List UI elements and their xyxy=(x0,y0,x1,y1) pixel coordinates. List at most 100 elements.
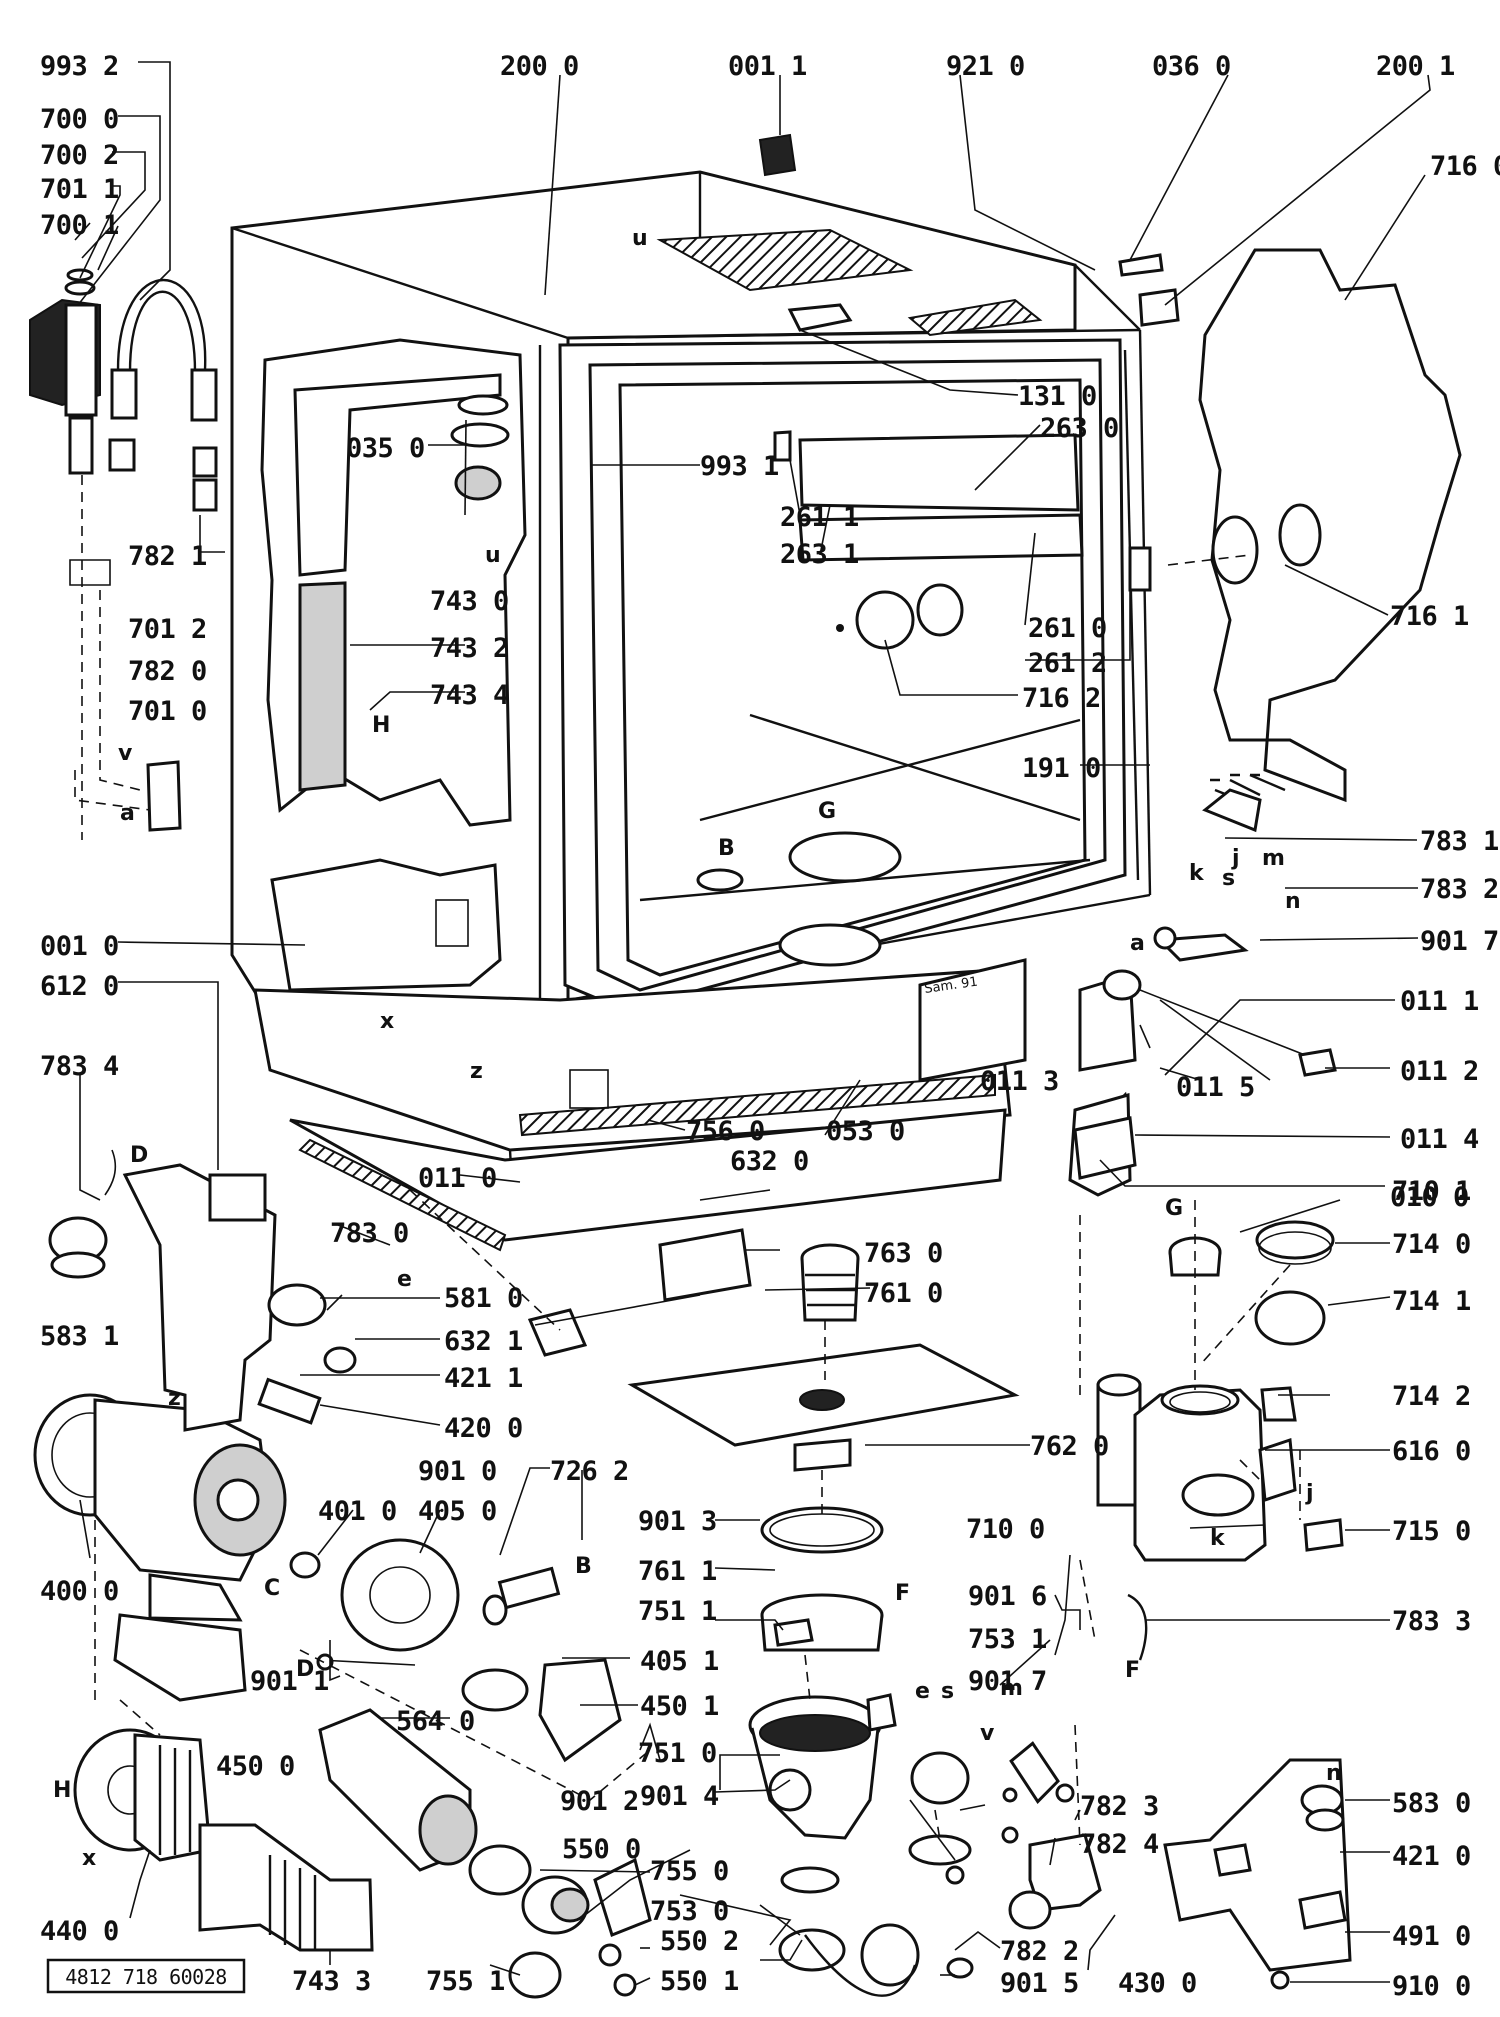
part-label-440-0: 440 0 xyxy=(40,1916,119,1947)
part-label-756-0: 756 0 xyxy=(686,1116,765,1147)
construction-lines xyxy=(94,554,1301,1846)
part-label-921-0: 921 0 xyxy=(946,51,1025,82)
document-number-box: 4812 718 60028 xyxy=(46,1958,246,1994)
appliance-drawing: Sam. 91 xyxy=(29,133,1462,1999)
part-label-782-4: 782 4 xyxy=(1080,1829,1159,1860)
reference-letter-a: a xyxy=(1130,931,1145,956)
terminal-plate xyxy=(1163,1758,1352,1990)
part-label-191-0: 191 0 xyxy=(1022,753,1101,784)
part-label-901-6: 901 6 xyxy=(968,1581,1047,1612)
part-label-782-2: 782 2 xyxy=(1000,1936,1079,1967)
part-label-612-0: 612 0 xyxy=(40,971,119,1002)
part-label-263-1: 263 1 xyxy=(780,539,859,570)
part-label-632-0: 632 0 xyxy=(730,1146,809,1177)
reference-letter-H: H xyxy=(53,1778,71,1803)
part-label-035-0: 035 0 xyxy=(346,433,425,464)
reference-letter-s: s xyxy=(1222,866,1235,891)
reference-letter-D: D xyxy=(130,1143,148,1168)
part-label-783-1: 783 1 xyxy=(1420,826,1499,857)
part-label-036-0: 036 0 xyxy=(1152,51,1231,82)
part-label-716-1: 716 1 xyxy=(1390,601,1469,632)
top-parts xyxy=(758,133,1180,650)
part-label-716-0: 716 0 xyxy=(1430,151,1500,182)
part-label-200-0: 200 0 xyxy=(500,51,579,82)
right-misc-parts xyxy=(1102,773,1337,1077)
part-label-701-1: 701 1 xyxy=(40,174,119,205)
part-label-761-1: 761 1 xyxy=(638,1556,717,1587)
part-label-450-1: 450 1 xyxy=(640,1691,719,1722)
part-label-011-1: 011 1 xyxy=(1400,986,1479,1017)
side-panel-right xyxy=(1198,248,1462,803)
part-label-701-2: 701 2 xyxy=(128,614,207,645)
part-label-910-0: 910 0 xyxy=(1392,1971,1471,2002)
part-label-753-1: 753 1 xyxy=(968,1624,1047,1655)
reference-letter-n: n xyxy=(1326,1761,1342,1786)
part-label-783-0: 783 0 xyxy=(330,1218,409,1249)
reference-letter-a: a xyxy=(120,801,135,826)
part-label-450-0: 450 0 xyxy=(216,1751,295,1782)
part-label-783-3: 783 3 xyxy=(1392,1606,1471,1637)
part-label-011-0: 011 0 xyxy=(418,1163,497,1194)
part-label-761-0: 761 0 xyxy=(864,1278,943,1309)
part-label-200-1: 200 1 xyxy=(1376,51,1455,82)
part-label-901-1: 901 1 xyxy=(250,1666,329,1697)
reference-letter-B: B xyxy=(718,836,735,861)
part-label-001-1: 001 1 xyxy=(728,51,807,82)
part-label-405-0: 405 0 xyxy=(418,1496,497,1527)
part-label-011-5: 011 5 xyxy=(1176,1072,1255,1103)
reference-letter-e: e xyxy=(397,1267,412,1292)
reference-letter-s: s xyxy=(941,1679,954,1704)
softener-assembly xyxy=(1068,973,1344,1661)
part-label-263-0: 263 0 xyxy=(1040,413,1119,444)
water-inlet-hose xyxy=(29,268,218,840)
part-label-700-2: 700 2 xyxy=(40,140,119,171)
part-label-743-4: 743 4 xyxy=(430,680,509,711)
part-label-901-7: 901 7 xyxy=(968,1666,1047,1697)
part-label-700-1: 700 1 xyxy=(40,210,119,241)
sump-assembly xyxy=(627,1243,1102,1997)
part-label-583-0: 583 0 xyxy=(1392,1788,1471,1819)
reference-letter-B: B xyxy=(575,1554,592,1579)
part-label-011-3: 011 3 xyxy=(980,1066,1059,1097)
part-label-751-0: 751 0 xyxy=(638,1738,717,1769)
part-label-710-0: 710 0 xyxy=(966,1514,1045,1545)
part-label-901-5: 901 5 xyxy=(1000,1968,1079,1999)
part-label-901-3: 901 3 xyxy=(638,1506,717,1537)
reference-letter-n: n xyxy=(1285,889,1301,914)
part-label-993-1: 993 1 xyxy=(700,451,779,482)
part-label-753-0: 753 0 xyxy=(650,1896,729,1927)
part-label-420-0: 420 0 xyxy=(444,1413,523,1444)
part-label-261-1: 261 1 xyxy=(780,502,859,533)
reference-letter-u: u xyxy=(485,543,501,568)
reference-letter-G: G xyxy=(1165,1196,1183,1221)
reference-letter-m: m xyxy=(1262,846,1285,871)
part-label-993-2: 993 2 xyxy=(40,51,119,82)
part-label-053-0: 053 0 xyxy=(826,1116,905,1147)
part-label-901-4: 901 4 xyxy=(640,1781,719,1812)
part-label-901-7: 901 7 xyxy=(1420,926,1499,957)
part-label-783-2: 783 2 xyxy=(1420,874,1499,905)
part-label-782-1: 782 1 xyxy=(128,541,207,572)
part-label-261-2: 261 2 xyxy=(1028,648,1107,679)
reference-letter-j: j xyxy=(1305,1481,1314,1506)
reference-letter-x: x xyxy=(82,1846,96,1871)
reference-letter-G: G xyxy=(818,799,836,824)
part-label-755-0: 755 0 xyxy=(650,1856,729,1887)
reference-letter-D: D xyxy=(296,1657,314,1682)
reference-letter-F: F xyxy=(895,1581,910,1606)
part-label-743-2: 743 2 xyxy=(430,633,509,664)
part-label-550-2: 550 2 xyxy=(660,1926,739,1957)
reference-letter-k: k xyxy=(1189,861,1205,886)
part-label-001-0: 001 0 xyxy=(40,931,119,962)
part-label-581-0: 581 0 xyxy=(444,1283,523,1314)
part-label-550-1: 550 1 xyxy=(660,1966,739,1997)
part-label-782-0: 782 0 xyxy=(128,656,207,687)
part-label-261-0: 261 0 xyxy=(1028,613,1107,644)
reference-letter-H: H xyxy=(372,713,390,738)
part-label-751-1: 751 1 xyxy=(638,1596,717,1627)
part-label-726-2: 726 2 xyxy=(550,1456,629,1487)
electrical-plate xyxy=(48,1149,752,1432)
stamp-text: Sam. 91 xyxy=(923,975,978,997)
part-label-755-1: 755 1 xyxy=(426,1966,505,1997)
part-label-011-2: 011 2 xyxy=(1400,1056,1479,1087)
